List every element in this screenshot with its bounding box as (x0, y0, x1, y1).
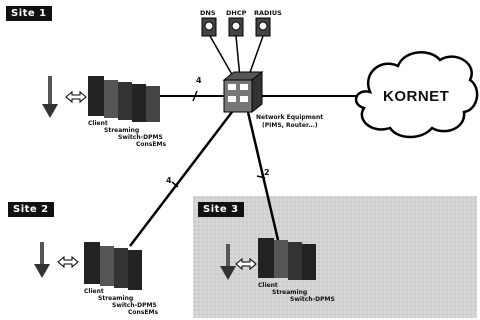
link-dns (210, 36, 234, 78)
site3-switch-label: Switch-DPMS (290, 296, 335, 303)
server-rack-icon-site2 (84, 242, 142, 290)
site1-emos-label: ConsEMs (136, 141, 166, 148)
service-server-icon-dhcp (229, 18, 243, 36)
site1-streaming-label: Streaming (104, 127, 139, 134)
link-count-site1: 4 (196, 76, 202, 85)
service-server-icon-dns (202, 18, 216, 36)
network-equipment-sub: (PIMS, Router...) (262, 122, 318, 129)
link-count-site2: 4 (166, 176, 172, 185)
server-rack-icon-site3 (258, 238, 316, 280)
router-switch-icon (224, 72, 262, 112)
site2-emos-label: ConsEMs (128, 309, 158, 316)
user-arrow-icon-site3 (220, 244, 236, 280)
link-site3 (248, 112, 278, 240)
site2-switch-label: Switch-DPMS (112, 302, 157, 309)
site3-label: Site 3 (198, 202, 244, 217)
service-server-icon-radius (256, 18, 270, 36)
network-equipment-label: Network Equipment (256, 114, 323, 121)
link-site2 (130, 112, 232, 246)
bidirectional-arrow-icon-site2 (58, 257, 78, 267)
server-rack-icon-site1 (88, 76, 160, 122)
site3-streaming-label: Streaming (272, 289, 307, 296)
link-count-site3: 2 (264, 168, 270, 177)
site3-client-label: Client (258, 282, 278, 289)
bidirectional-arrow-icon-site3 (236, 259, 256, 269)
kornet-label: KORNET (383, 88, 449, 105)
user-arrow-icon-site2 (34, 242, 50, 278)
site1-label: Site 1 (6, 6, 52, 21)
site2-client-label: Client (84, 288, 104, 295)
user-arrow-icon-site1 (42, 76, 58, 118)
site2-label: Site 2 (8, 202, 54, 217)
site1-client-label: Client (88, 120, 108, 127)
radius-label: RADIUS (254, 9, 282, 17)
dns-label: DNS (200, 9, 216, 17)
site2-streaming-label: Streaming (98, 295, 133, 302)
site1-switch-label: Switch-DPMS (118, 134, 163, 141)
bidirectional-arrow-icon-site1 (66, 92, 86, 102)
dhcp-label: DHCP (226, 9, 246, 17)
